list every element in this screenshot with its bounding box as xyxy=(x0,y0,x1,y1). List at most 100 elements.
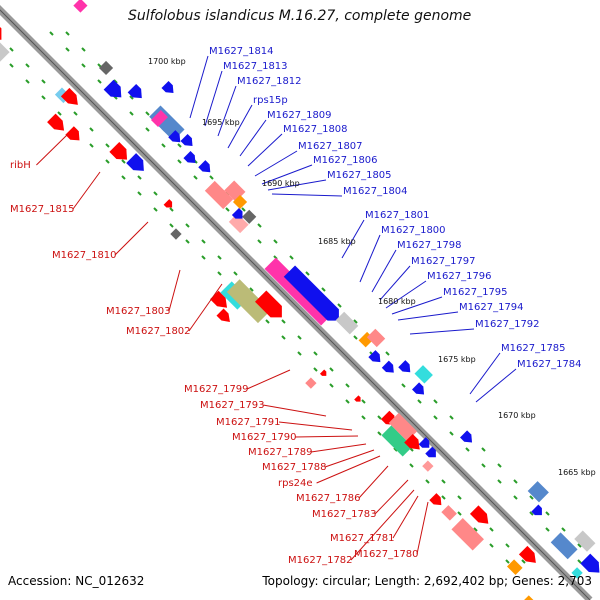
leader-line xyxy=(188,283,223,332)
leader-line xyxy=(227,104,253,149)
leader-line xyxy=(316,455,381,484)
gene-feature xyxy=(425,446,436,458)
leader-line xyxy=(189,55,209,119)
leader-line xyxy=(374,479,409,515)
leader-line xyxy=(392,495,419,539)
gene-feature xyxy=(47,113,65,131)
gene-feature xyxy=(381,425,413,457)
gene-feature xyxy=(368,350,381,363)
gene-feature xyxy=(226,279,271,324)
gene-feature xyxy=(412,382,425,395)
reverse-gene-label: M1627_1810 xyxy=(52,250,117,261)
forward-gene-label: M1627_1798 xyxy=(397,240,462,251)
scale-label: 1690 kbp xyxy=(262,179,300,188)
scale-label: 1700 kbp xyxy=(148,57,186,66)
gene-feature xyxy=(305,377,317,389)
gene-feature xyxy=(580,553,600,573)
forward-gene-label: M1627_1784 xyxy=(517,359,582,370)
gene-feature xyxy=(228,213,249,234)
gene-feature xyxy=(161,80,174,93)
accession-text: Accession: NC_012632 xyxy=(8,574,145,588)
gene-feature xyxy=(335,311,359,335)
scale-label: 1665 kbp xyxy=(558,468,596,477)
map-title: Sulfolobus islandicus M.16.27, complete … xyxy=(128,8,472,24)
reverse-gene-label: M1627_1802 xyxy=(126,326,191,337)
gene-feature xyxy=(398,360,411,373)
forward-gene-label: M1627_1809 xyxy=(267,110,332,121)
gene-feature xyxy=(388,412,418,442)
gene-feature xyxy=(255,290,282,318)
gene-feature xyxy=(404,434,420,450)
reverse-gene-label: M1627_1799 xyxy=(184,384,249,395)
gene-feature xyxy=(354,395,361,402)
leader-line xyxy=(278,421,353,431)
forward-gene-label: M1627_1806 xyxy=(313,155,378,166)
scale-label: 1675 kbp xyxy=(438,355,476,364)
forward-gene-label: M1627_1808 xyxy=(283,124,348,135)
gene-feature xyxy=(168,130,181,143)
leader-line xyxy=(379,265,411,301)
gene-feature xyxy=(527,481,549,503)
forward-gene-label: M1627_1804 xyxy=(343,186,408,197)
forward-gene-label: M1627_1812 xyxy=(237,76,302,87)
forward-gene-label: M1627_1800 xyxy=(381,225,446,236)
leader-line xyxy=(324,449,375,468)
gene-feature xyxy=(574,530,596,552)
leader-line xyxy=(416,501,429,555)
leader-line xyxy=(271,193,343,197)
reverse-gene-label: M1627_1788 xyxy=(262,462,327,473)
leader-line xyxy=(114,221,149,256)
forward-gene-label: M1627_1796 xyxy=(427,271,492,282)
leader-line xyxy=(310,443,367,453)
leader-line xyxy=(247,133,283,167)
leader-line xyxy=(469,352,501,395)
gene-feature xyxy=(103,79,122,98)
gene-feature xyxy=(283,265,339,321)
forward-gene-label: M1627_1805 xyxy=(327,170,392,181)
forward-gene-label: M1627_1797 xyxy=(411,256,476,267)
gene-feature xyxy=(441,505,457,521)
forward-gene-label: M1627_1795 xyxy=(443,287,508,298)
gene-feature xyxy=(126,153,144,171)
gene-feature xyxy=(180,133,193,146)
forward-gene-label: M1627_1792 xyxy=(475,319,540,330)
reverse-gene-label: M1627_1781 xyxy=(330,533,395,544)
leader-line xyxy=(294,435,359,438)
gene-feature xyxy=(73,0,88,13)
gene-feature xyxy=(366,328,386,348)
gene-feature xyxy=(414,365,433,384)
gene-feature xyxy=(531,504,542,516)
reverse-gene-label: M1627_1780 xyxy=(354,549,419,560)
leader-line xyxy=(385,280,427,309)
leader-line xyxy=(391,296,443,315)
gene-feature xyxy=(216,308,230,322)
gene-feature xyxy=(319,369,327,376)
gene-feature xyxy=(163,199,173,208)
gene-feature xyxy=(520,595,539,600)
gene-feature xyxy=(381,360,394,373)
reverse-gene-label: M1627_1791 xyxy=(216,417,281,428)
leader-line xyxy=(36,133,69,166)
forward-gene-label: M1627_1813 xyxy=(223,61,288,72)
forward-gene-label: M1627_1807 xyxy=(298,141,363,152)
leader-line xyxy=(358,465,389,499)
reverse-gene-label: M1627_1815 xyxy=(10,204,75,215)
gene-feature xyxy=(127,83,142,99)
leader-line xyxy=(72,171,101,210)
leader-line xyxy=(262,404,327,417)
scale-label: 1680 kbp xyxy=(378,297,416,306)
reverse-gene-label: M1627_1786 xyxy=(296,493,361,504)
forward-gene-label: M1627_1814 xyxy=(209,46,274,57)
reverse-gene-label: ribH xyxy=(10,160,31,171)
leader-line xyxy=(217,85,237,137)
leader-line xyxy=(168,269,181,312)
gene-feature xyxy=(98,60,114,76)
forward-gene-label: M1627_1801 xyxy=(365,210,430,221)
gene-feature xyxy=(460,430,473,443)
leader-line xyxy=(239,119,267,157)
gene-feature xyxy=(550,532,578,560)
gene-feature xyxy=(109,141,128,160)
gene-feature xyxy=(198,160,211,173)
